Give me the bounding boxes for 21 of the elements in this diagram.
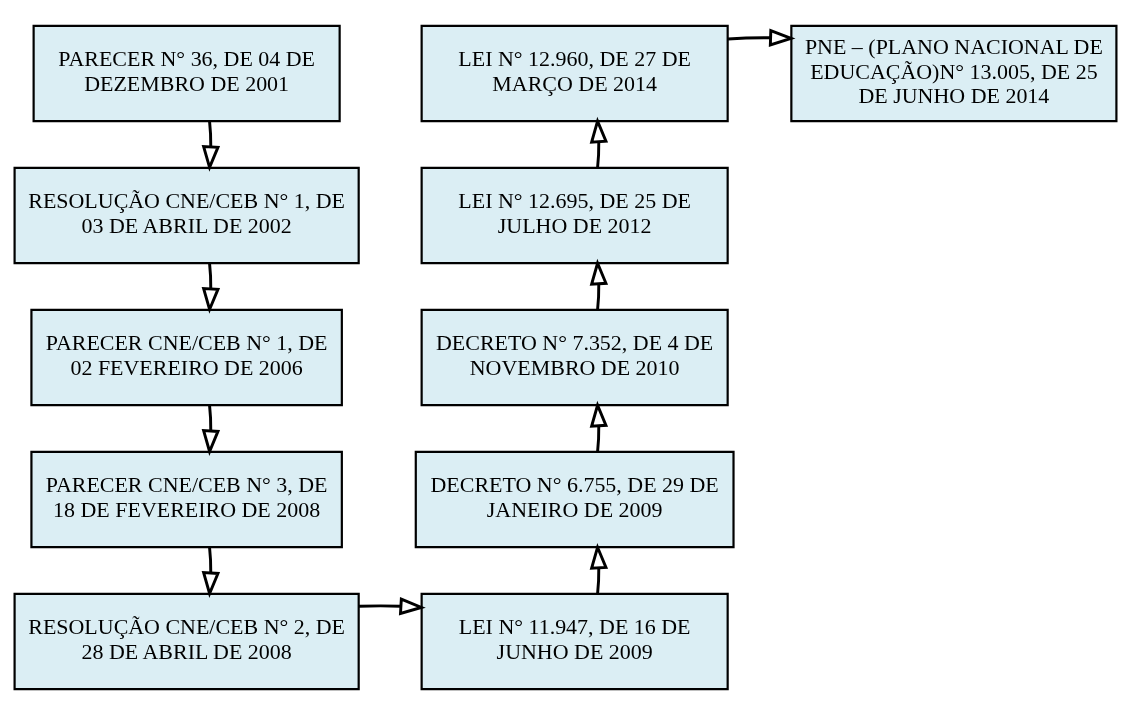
node-box: DECRETO N° 6.755, DE 29 DE JANEIRO DE 2009 bbox=[414, 450, 735, 549]
arrow bbox=[201, 263, 221, 314]
node-box: PNE – (PLANO NACIONAL DE EDUCAÇÃO)N° 13.005, DE 25 DE JUNHO DE 2014 bbox=[790, 24, 1118, 123]
node-box: PARECER CNE/CEB N° 3, DE 18 DE FEVEREIRO DE 2008 bbox=[30, 450, 343, 549]
arrow bbox=[589, 400, 609, 452]
arrow bbox=[589, 542, 609, 594]
arrow bbox=[201, 121, 221, 172]
arrow bbox=[201, 405, 221, 456]
arrow bbox=[589, 116, 609, 168]
arrow bbox=[359, 596, 426, 616]
node-box: RESOLUÇÃO CNE/CEB N° 2, DE 28 DE ABRIL DE 2008 bbox=[13, 592, 360, 691]
node-box: LEI N° 12.960, DE 27 DE MARÇO DE 2014 bbox=[420, 24, 729, 123]
arrow bbox=[201, 547, 221, 598]
node-box: RESOLUÇÃO CNE/CEB N° 1, DE 03 DE ABRIL DE 2002 bbox=[13, 166, 360, 265]
node-box: LEI N° 11.947, DE 16 DE JUNHO DE 2009 bbox=[420, 592, 729, 691]
node-box: PARECER CNE/CEB N° 1, DE 02 FEVEREIRO DE 2006 bbox=[30, 308, 343, 407]
arrow bbox=[589, 258, 609, 310]
node-box: PARECER N° 36, DE 04 DE DEZEMBRO DE 2001 bbox=[32, 24, 341, 123]
arrow bbox=[727, 28, 796, 47]
node-box: LEI N° 12.695, DE 25 DE JULHO DE 2012 bbox=[420, 166, 729, 265]
node-box: DECRETO N° 7.352, DE 4 DE NOVEMBRO DE 2010 bbox=[420, 308, 729, 407]
